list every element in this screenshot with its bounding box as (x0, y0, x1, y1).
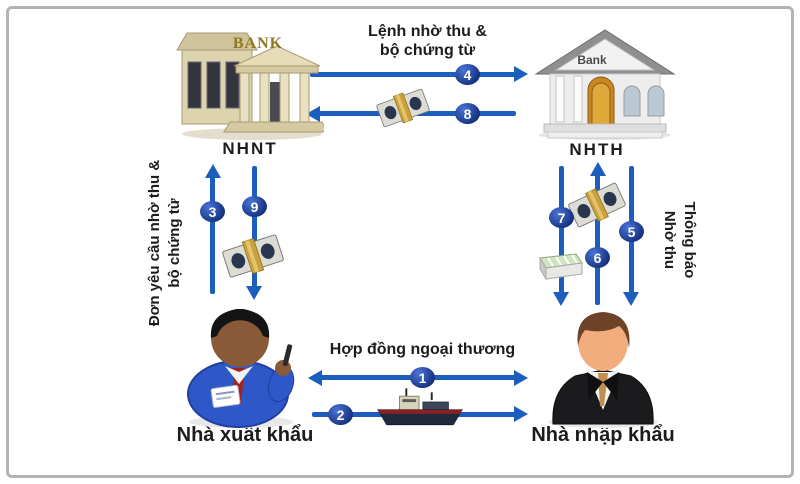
arrow-6-head (590, 162, 606, 176)
step-2-badge: 2 (328, 404, 353, 425)
step-9-badge: 9 (242, 196, 267, 217)
money-bill-icon (568, 182, 626, 228)
arrow-2-head (514, 406, 528, 422)
cargo-ship-icon (377, 388, 463, 426)
money-bill-icon (222, 234, 284, 278)
step-4-badge: 4 (455, 64, 480, 85)
step-5-badge: 5 (619, 221, 644, 242)
exporter-label: Nhà xuất khẩu (176, 424, 314, 446)
step-8-badge: 8 (455, 103, 480, 124)
step-7-badge: 7 (549, 207, 574, 228)
remitting-bank-building-icon: BANK (176, 32, 324, 140)
collection-notice-line2: Nhờ thu (661, 210, 678, 270)
arrow-3-line (210, 177, 215, 294)
arrow-4-line (310, 72, 516, 77)
collection-request-line2: bộ chứng từ (166, 198, 183, 288)
bank-sign-text: BANK (233, 35, 283, 52)
arrow-1-head-right (514, 370, 528, 386)
collection-notice-line1: Thông báo (681, 201, 698, 279)
step-1-badge: 1 (410, 367, 435, 388)
collection-order-label: Lệnh nhờ thu & bộ chứng từ (330, 22, 525, 60)
trade-contract-label: Hợp đồng ngoại thương (329, 341, 516, 358)
arrow-7-line (559, 166, 564, 293)
arrow-7-head (553, 292, 569, 306)
outer-frame (6, 6, 794, 478)
importer-label: Nhà nhập khẩu (531, 424, 675, 446)
collection-order-line1: Lệnh nhờ thu & (368, 23, 487, 40)
collecting-bank-building-icon: Bank (534, 29, 676, 140)
collection-request-line1: Đơn yêu cầu nhờ thu & (146, 159, 163, 327)
exporter-person-icon (187, 309, 295, 428)
collecting-bank-label: NHTH (569, 140, 625, 159)
arrow-9-head (246, 286, 262, 300)
arrow-9-line (252, 166, 257, 287)
arrow-5-head (623, 292, 639, 306)
arrow-4-head (514, 66, 528, 82)
importer-person-icon (548, 312, 658, 428)
collection-order-line2: bộ chứng từ (379, 42, 476, 59)
arrow-6-line (595, 175, 600, 305)
collection-notice-label: Thông báo Nhờ thu (659, 185, 699, 295)
arrow-1-head-left (308, 370, 322, 386)
bank-sign-text: Bank (577, 53, 607, 67)
step-6-badge: 6 (585, 247, 610, 268)
remitting-bank-label: NHNT (222, 139, 278, 158)
document-stack-icon (539, 253, 583, 281)
money-bill-icon (376, 88, 430, 128)
step-3-badge: 3 (200, 201, 225, 222)
arrow-3-head (205, 164, 221, 178)
